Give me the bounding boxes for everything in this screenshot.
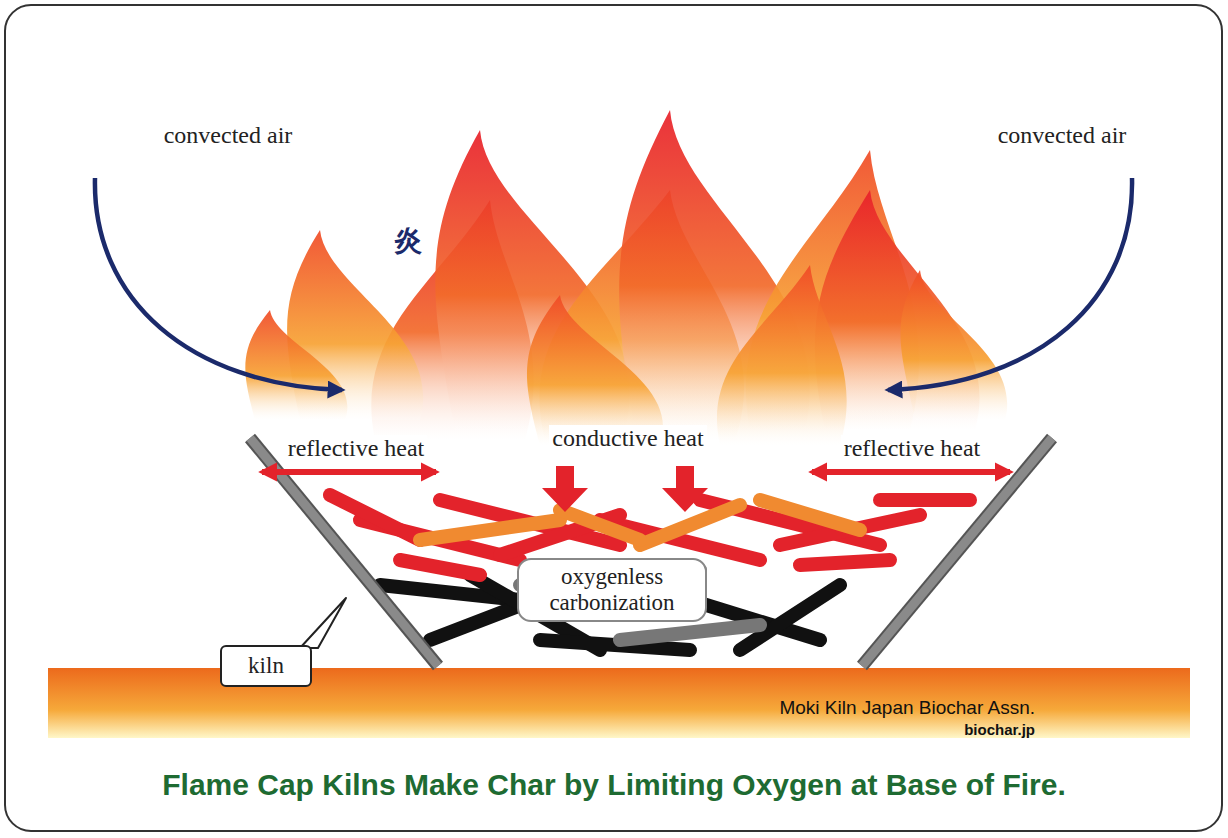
- wood-piece: [330, 495, 420, 540]
- wood-piece: [880, 493, 970, 507]
- heat-label: conductive heat: [549, 425, 706, 452]
- kiln-wall: [250, 438, 438, 666]
- credit-label: Moki Kiln Japan Biochar Assn.: [779, 697, 1035, 719]
- frame: [5, 5, 1222, 831]
- node-text: oxygenless carbonization: [531, 564, 693, 617]
- heat-arrow: [662, 466, 708, 512]
- flow-label: convected air: [164, 122, 293, 149]
- caption: Flame Cap Kilns Make Char by Limiting Ox…: [162, 768, 1066, 802]
- heat-arrow: [262, 469, 436, 475]
- url-label: biochar.jp: [964, 721, 1035, 738]
- wood-piece: [760, 500, 860, 530]
- kiln-wall: [250, 438, 438, 666]
- heat-label: reflective heat: [841, 435, 984, 462]
- wood-piece: [800, 560, 890, 565]
- wood-piece: [740, 585, 840, 650]
- wood-piece: [400, 560, 480, 575]
- flame: [717, 265, 847, 445]
- flame: [527, 295, 663, 445]
- heat-label: reflective heat: [285, 435, 428, 462]
- wood-piece: [420, 520, 560, 540]
- wood-piece: [560, 510, 640, 540]
- node-text: kiln: [248, 653, 284, 679]
- kanji-label: 炎: [394, 222, 422, 260]
- callout-tail: [300, 598, 346, 648]
- process-box: oxygenless carbonization: [517, 558, 707, 623]
- flame: [245, 310, 347, 420]
- flow-label: convected air: [998, 122, 1127, 149]
- callout-box: kiln: [220, 645, 312, 687]
- wood-piece: [640, 505, 740, 545]
- air-arrow: [888, 178, 1132, 390]
- flames: [245, 110, 1007, 445]
- air-arrow: [95, 178, 342, 390]
- wood-piece: [620, 625, 760, 640]
- wood-pieces: [330, 495, 970, 650]
- heat-arrow: [812, 469, 1010, 475]
- heat-arrow: [542, 466, 588, 512]
- flame: [900, 270, 1007, 420]
